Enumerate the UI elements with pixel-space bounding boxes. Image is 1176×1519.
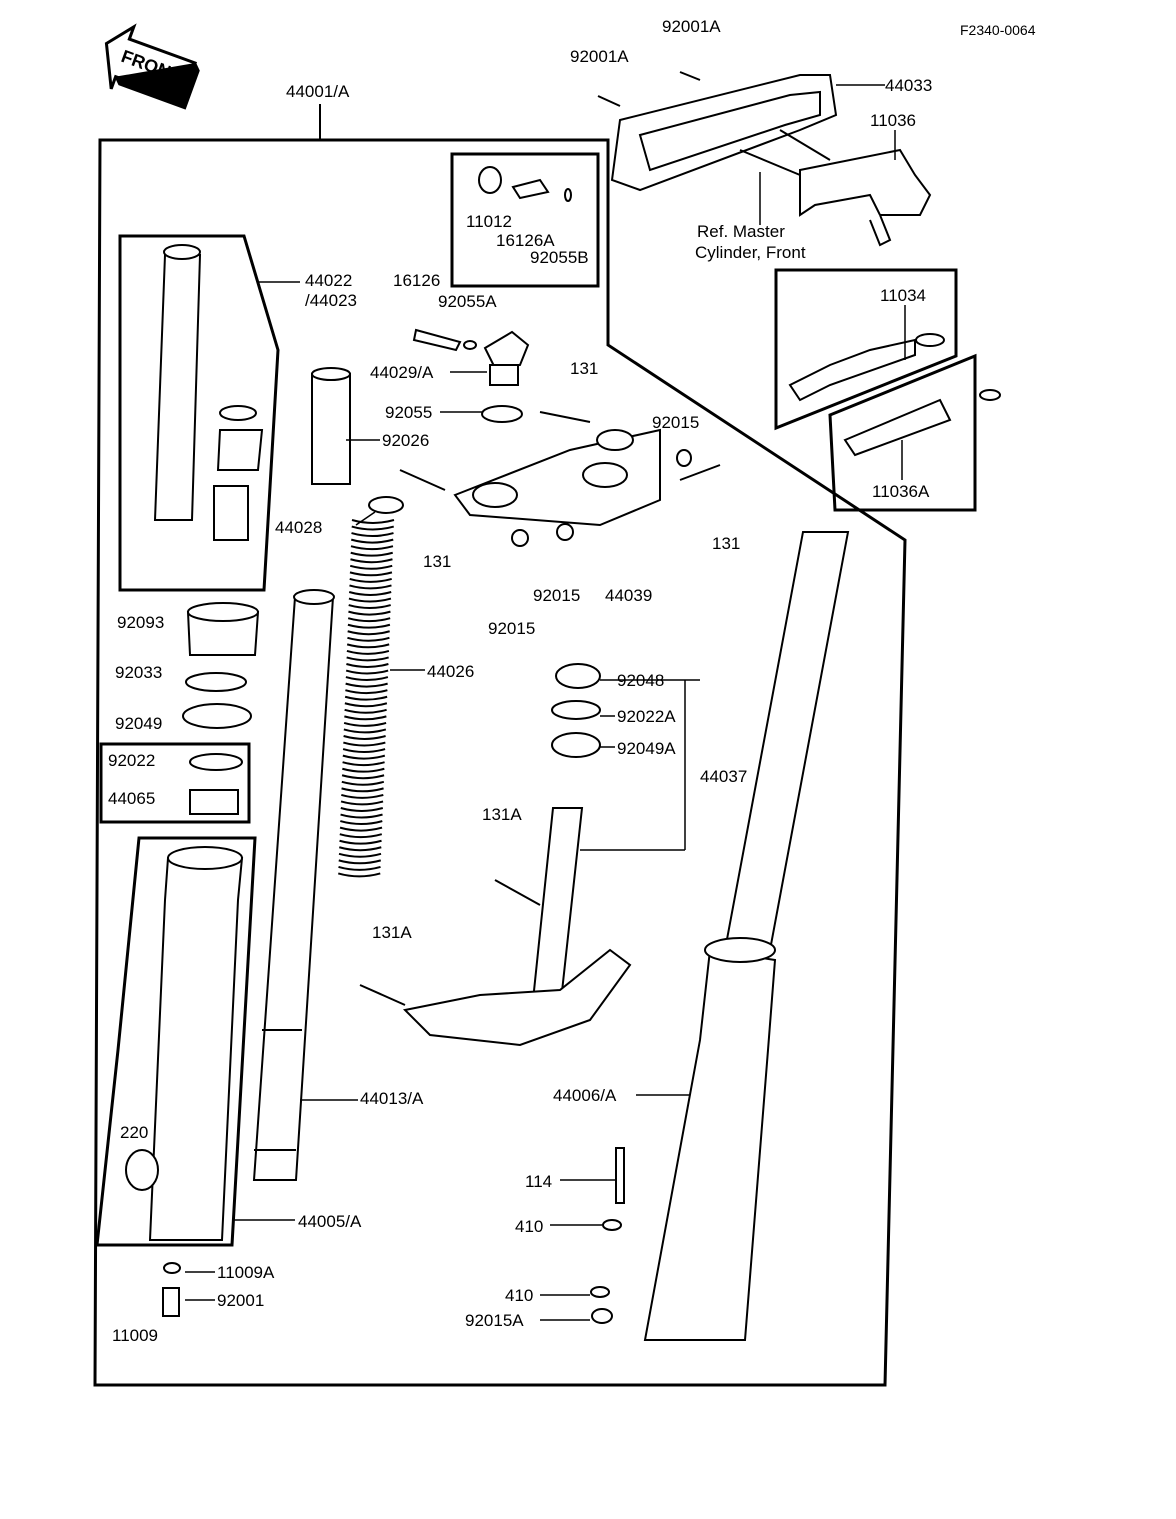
part-label: 44033 bbox=[885, 76, 933, 95]
part-label: 11012 bbox=[466, 212, 513, 231]
part-label: 92015A bbox=[465, 1311, 524, 1330]
handlebar-holder-icon bbox=[597, 71, 838, 192]
inner-tube-icon bbox=[252, 589, 335, 1181]
part-label: 220 bbox=[120, 1123, 149, 1142]
part-label: 44029/A bbox=[370, 363, 434, 382]
ref-note-line-2: Cylinder, Front bbox=[695, 243, 806, 262]
outer-tube-icon bbox=[125, 846, 244, 1317]
part-label: 44006/A bbox=[553, 1086, 617, 1105]
part-label: 44001/A bbox=[286, 82, 350, 101]
part-label: 11009A bbox=[217, 1263, 275, 1282]
part-label: 44013/A bbox=[360, 1089, 424, 1108]
part-label: 16126A bbox=[496, 231, 555, 250]
part-label: 11034 bbox=[880, 286, 927, 305]
part-label: 92033 bbox=[115, 663, 163, 682]
part-label: 92001A bbox=[570, 47, 629, 66]
front-arrow-icon bbox=[104, 23, 200, 110]
part-label: 114 bbox=[525, 1172, 553, 1191]
part-label: 11009 bbox=[112, 1326, 159, 1345]
part-label: 92001A bbox=[662, 17, 721, 36]
bushing-box bbox=[99, 742, 251, 824]
part-label: 92055B bbox=[530, 248, 589, 267]
part-label: 131 bbox=[423, 552, 452, 571]
part-label: 16126 bbox=[393, 271, 441, 290]
part-label: 92093 bbox=[117, 613, 165, 632]
oil-seal-icons bbox=[182, 602, 260, 815]
part-label: 44028 bbox=[275, 518, 323, 537]
part-label: 92022 bbox=[108, 751, 156, 770]
part-label: 92049A bbox=[617, 739, 676, 758]
part-label: 410 bbox=[515, 1217, 544, 1236]
part-label: 131 bbox=[570, 359, 599, 378]
outer-tube-box bbox=[95, 836, 257, 1247]
part-label: 92015 bbox=[488, 619, 536, 638]
part-label: 92049 bbox=[115, 714, 163, 733]
leader-lines bbox=[185, 84, 906, 1321]
upper-bracket-icon bbox=[399, 411, 721, 547]
part-label: /44023 bbox=[305, 291, 357, 310]
cable-guide-box-1 bbox=[774, 268, 958, 431]
diagram-code: F2340-0064 bbox=[960, 22, 1036, 38]
steering-stem-icon bbox=[359, 663, 632, 1047]
part-label: 44026 bbox=[427, 662, 475, 681]
part-label: 131A bbox=[372, 923, 412, 942]
part-label: 92001 bbox=[217, 1291, 265, 1310]
part-label: 131A bbox=[482, 805, 522, 824]
part-label: 410 bbox=[505, 1286, 534, 1305]
bleed-valve-icons bbox=[478, 166, 572, 202]
part-label: 92055A bbox=[438, 292, 497, 311]
ref-note-line-1: Ref. Master bbox=[697, 222, 785, 241]
part-label: 11036A bbox=[872, 482, 930, 501]
part-label: 92026 bbox=[382, 431, 430, 450]
part-label: 44005/A bbox=[298, 1212, 362, 1231]
part-label: 44065 bbox=[108, 789, 156, 808]
cable-guide-icons bbox=[788, 333, 1001, 457]
assembly-frame bbox=[93, 138, 907, 1387]
part-label: 92048 bbox=[617, 671, 665, 690]
spring-seat-icon bbox=[311, 367, 404, 514]
part-label: 44022 bbox=[305, 271, 353, 290]
part-label: 92022A bbox=[617, 707, 676, 726]
inner-tube-parts-icons bbox=[153, 244, 264, 541]
fork-cap-icons bbox=[412, 328, 530, 423]
part-label: 92055 bbox=[385, 403, 433, 422]
part-label: 44039 bbox=[605, 586, 653, 605]
part-label: 131 bbox=[712, 534, 741, 553]
inner-tube-box bbox=[118, 234, 280, 592]
bleed-valve-box bbox=[450, 152, 600, 288]
cable-guide-box-2 bbox=[828, 353, 977, 512]
right-fork-leg-icon bbox=[590, 531, 850, 1341]
part-label: 11036 bbox=[870, 111, 917, 130]
part-label: 92015 bbox=[533, 586, 581, 605]
part-label: 92015 bbox=[652, 413, 700, 432]
fork-spring-icon bbox=[337, 519, 395, 878]
master-cylinder-bracket-icon bbox=[799, 148, 932, 247]
part-label: 44037 bbox=[700, 767, 748, 786]
